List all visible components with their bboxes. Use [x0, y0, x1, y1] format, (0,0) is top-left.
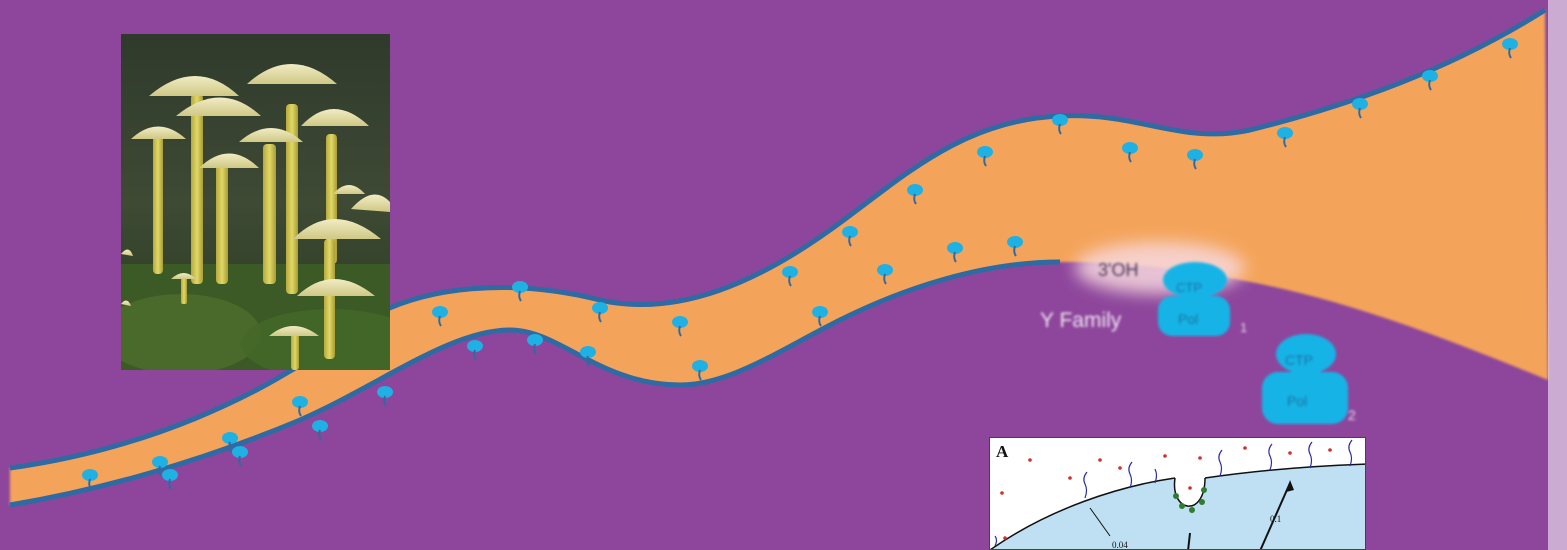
ctp-label-1: CTP — [1176, 280, 1202, 295]
oh-label: 3'OH — [1098, 260, 1138, 280]
mushroom-photo — [121, 34, 390, 370]
lower-backbone — [9, 259, 1061, 508]
cell-membrane-diagram — [990, 439, 1365, 549]
y-family-label: Y Family — [1040, 309, 1122, 332]
inset-value-2: 0.1 — [1270, 514, 1282, 524]
polymerase-2 — [1262, 334, 1348, 424]
dna-strand-band — [10, 10, 1548, 505]
polymerase-1 — [1158, 262, 1230, 336]
inset-panel-a: A 0.04 0.1 — [989, 437, 1366, 550]
inset-value-1: 0.04 — [1112, 540, 1128, 550]
marker-2: 2 — [1348, 407, 1356, 423]
pol-label-2: Pol — [1287, 393, 1307, 409]
mushroom-image — [121, 34, 390, 370]
inset-panel-label: A — [996, 442, 1009, 461]
pol-label-1: Pol — [1178, 311, 1198, 327]
marker-1: 1 — [1240, 320, 1247, 335]
ctp-label-2: CTP — [1285, 352, 1313, 368]
right-edge-strip — [1548, 0, 1567, 550]
